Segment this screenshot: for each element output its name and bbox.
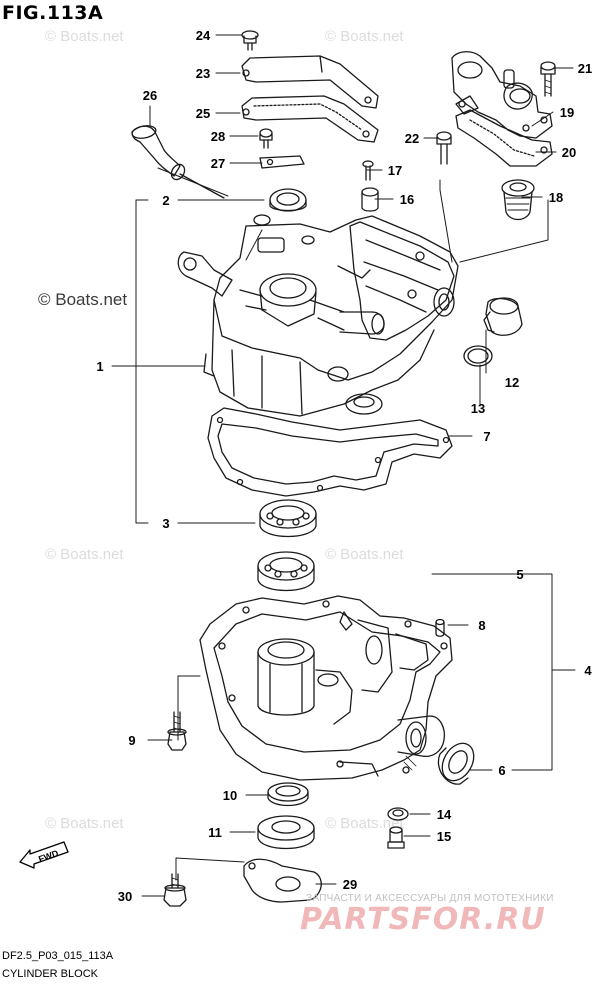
figure-code: DF2.5_P03_015_113A [2, 950, 114, 962]
callout-2: 2 [162, 193, 170, 208]
bolt-30 [163, 873, 187, 907]
watermark: © Boats.net [45, 815, 124, 832]
callout-16: 16 [399, 192, 415, 207]
callout-8: 8 [478, 618, 486, 633]
plug-15 [387, 826, 405, 849]
gasket-25 [241, 95, 379, 143]
callout-17: 17 [387, 163, 403, 178]
callout-21: 21 [577, 61, 593, 76]
watermark: © Boats.net [325, 546, 404, 563]
bolt-9 [167, 711, 187, 751]
seal-2 [269, 188, 307, 212]
callout-4: 4 [584, 663, 592, 678]
crankcase-4 [199, 595, 453, 781]
callout-11: 11 [208, 825, 222, 840]
callout-30: 30 [117, 889, 133, 904]
bolt-28 [259, 128, 273, 149]
callout-10: 10 [222, 788, 238, 803]
figure-title: FIG.113A [2, 2, 104, 24]
callout-12: 12 [504, 375, 520, 390]
clip-27 [259, 155, 305, 169]
washer-14 [387, 807, 409, 821]
callout-9: 9 [128, 733, 136, 748]
callout-19: 19 [559, 105, 575, 120]
oring-13 [463, 345, 493, 367]
bolt-21 [540, 61, 556, 97]
callout-27: 27 [210, 156, 226, 171]
forward-arrow: FWD [19, 841, 69, 869]
watermark: © Boats.net [45, 28, 124, 45]
watermark: © Boats.net [325, 815, 404, 832]
callout-22: 22 [404, 131, 420, 146]
callout-6: 6 [498, 763, 506, 778]
callout-7: 7 [483, 429, 491, 444]
seal-10 [267, 782, 309, 807]
figure-name: CYLINDER BLOCK [2, 968, 98, 980]
callout-18: 18 [548, 190, 564, 205]
callout-13: 13 [470, 401, 486, 416]
watermark: © Boats.net [38, 290, 128, 309]
callout-3: 3 [162, 516, 170, 531]
callout-28: 28 [210, 129, 226, 144]
seal-6 [437, 742, 475, 785]
watermark: © Boats.net [45, 546, 124, 563]
thermostat-cover-19 [451, 51, 553, 139]
cylinder-block-1 [177, 214, 459, 417]
dowel-8 [435, 618, 445, 637]
plate-23 [241, 55, 379, 109]
callout-5: 5 [516, 567, 524, 582]
brand-logo: PARTSFOR.RU [300, 902, 546, 937]
brand-tagline: ЗАПЧАСТИ И АКСЕССУАРЫ ДЛЯ МОТОТЕХНИКИ [306, 893, 554, 904]
screw-24 [241, 30, 259, 51]
thermostat-18 [501, 179, 535, 221]
bushing-11 [257, 815, 315, 850]
plug-12 [483, 297, 523, 336]
callout-23: 23 [195, 66, 211, 81]
callout-15: 15 [436, 829, 452, 844]
callout-20: 20 [561, 145, 577, 160]
dowel-16 [361, 187, 379, 212]
callout-1: 1 [96, 359, 104, 374]
callout-25: 25 [195, 106, 211, 121]
callout-14: 14 [436, 807, 452, 822]
cover-29 [243, 858, 322, 903]
bearing-5 [257, 551, 315, 592]
callout-26: 26 [142, 88, 158, 103]
watermark: © Boats.net [325, 28, 404, 45]
gasket-7 [207, 407, 453, 497]
gasket-20 [455, 109, 553, 167]
hose-26 [131, 125, 225, 199]
bearing-3 [259, 499, 317, 538]
callout-29: 29 [342, 877, 358, 892]
bolt-22 [436, 131, 452, 165]
screw-17 [362, 160, 374, 181]
callout-24: 24 [195, 28, 211, 43]
